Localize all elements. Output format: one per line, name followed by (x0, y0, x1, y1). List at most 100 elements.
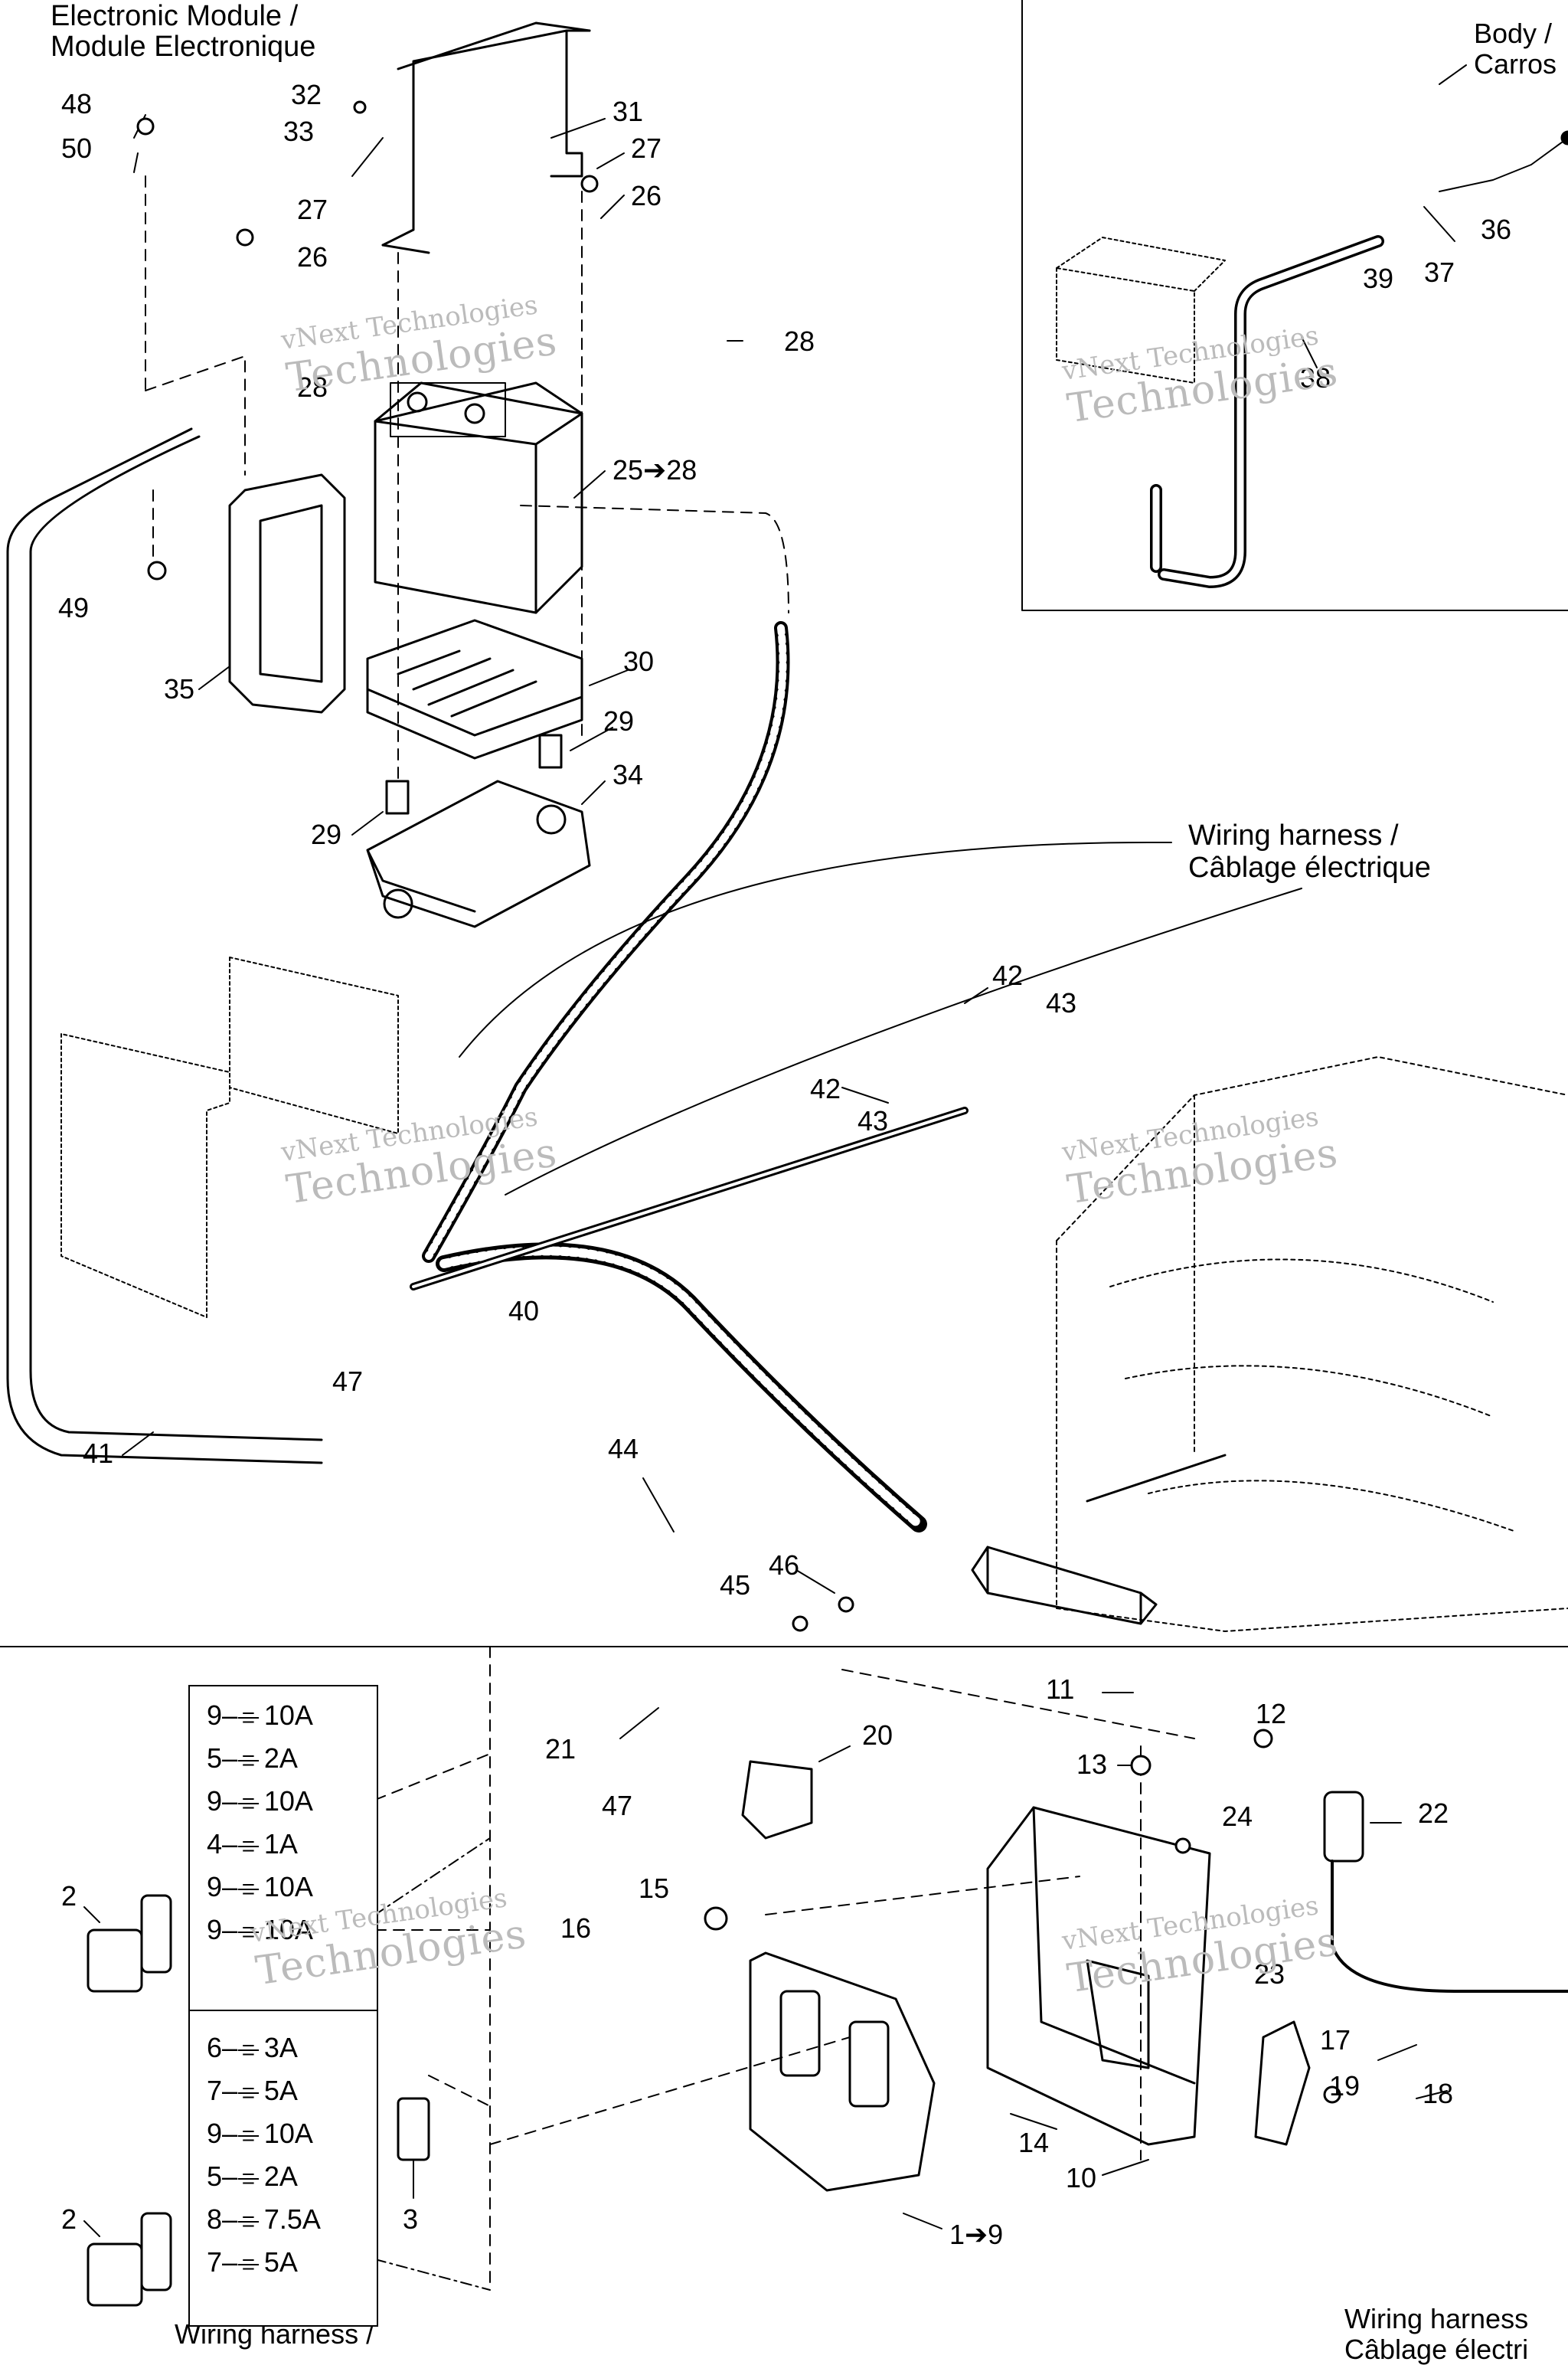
part-32: 32 (291, 79, 322, 110)
part-18: 18 (1423, 2078, 1454, 2109)
part-16: 16 (560, 1912, 592, 1944)
part-42a: 42 (992, 960, 1024, 991)
bolt-27a (236, 228, 254, 247)
washer-19 (1323, 2085, 1341, 2104)
part-26a: 26 (297, 241, 328, 273)
part-40: 40 (508, 1295, 540, 1326)
part-14: 14 (1018, 2127, 1050, 2158)
part-36: 36 (1481, 214, 1512, 245)
washer-15 (704, 1906, 728, 1931)
spacer-29b (538, 734, 563, 769)
fuse-row: 9–⌯10A (207, 1914, 313, 1945)
callout-wiring-harness-bottom-right-1: Wiring harness (1344, 2303, 1529, 2334)
part-10: 10 (1066, 2162, 1097, 2193)
bolt-11 (1253, 1729, 1273, 1748)
part-33: 33 (283, 116, 315, 147)
fuse-row: 7–⌯5A (207, 2246, 298, 2278)
part-31: 31 (612, 96, 644, 127)
fuse-row: 5–⌯2A (207, 2161, 298, 2192)
bracket-20 (741, 1760, 813, 1840)
fuse-row: 9–⌯10A (207, 1785, 313, 1817)
part-45: 45 (720, 1569, 751, 1601)
part-11: 11 (1046, 1673, 1075, 1705)
callout-electronic-module-1: Electronic Module / (51, 0, 299, 32)
part-44: 44 (608, 1433, 639, 1464)
part-21: 21 (545, 1733, 577, 1765)
part-38: 38 (1300, 362, 1331, 394)
part-47a: 47 (332, 1366, 364, 1397)
fuse-row: 6–⌯3A (207, 2032, 298, 2063)
fuse-holder-2b (87, 2242, 143, 2307)
battery-base-plate (366, 780, 591, 928)
fuse-row: 8–⌯7.5A (207, 2203, 321, 2235)
washer-46 (838, 1596, 854, 1613)
part-46: 46 (769, 1549, 800, 1581)
fuse-row: 5–⌯2A (207, 1742, 298, 1774)
fuse-row: 9–⌯10A (207, 2118, 313, 2149)
nut-45 (792, 1615, 808, 1632)
part-27a: 27 (297, 194, 328, 225)
plate-3 (397, 2097, 430, 2161)
part-35: 35 (164, 673, 195, 705)
connector-22 (1323, 1791, 1364, 1863)
part-34: 34 (612, 759, 644, 790)
fuse-row: 4–⌯1A (207, 1828, 298, 1860)
spacer-29a (385, 780, 410, 815)
callout-body-2: Carros (1474, 48, 1557, 80)
part-2b: 2 (61, 2203, 77, 2235)
hold-down-strap (228, 473, 346, 714)
part-20: 20 (862, 1719, 893, 1751)
fuse-holder-2a (87, 1928, 143, 1993)
battery-ghost (1056, 237, 1226, 384)
callout-wiring-harness-mid-1: Wiring harness / (1188, 819, 1399, 852)
part-39: 39 (1363, 263, 1394, 294)
engine-ghost (1056, 1056, 1568, 1632)
vent-tube (1158, 235, 1384, 588)
bolt-24 (1174, 1837, 1191, 1854)
part-43b: 43 (858, 1105, 889, 1137)
ecu-module (749, 1951, 936, 2192)
callout-body-1: Body / (1474, 18, 1553, 49)
fuse-row: 7–⌯5A (207, 2075, 298, 2106)
ecu-bracket (986, 1806, 1211, 2146)
callout-wiring-harness-mid-2: Câblage électrique (1188, 852, 1431, 884)
sensor-17 (1254, 2020, 1311, 2146)
fuse-table-bottom: 6–⌯3A 7–⌯5A 9–⌯10A 5–⌯2A 8–⌯7.5A 7–⌯5A (188, 2010, 378, 2327)
bolt-48 (136, 117, 155, 136)
part-42b: 42 (810, 1073, 841, 1104)
part-25: 25➔28 (612, 454, 697, 486)
battery (374, 381, 583, 614)
fuse-row: 9–⌯10A (207, 1871, 313, 1902)
part-17: 17 (1320, 2024, 1351, 2056)
part-28b: 28 (784, 325, 815, 357)
part-30: 30 (623, 646, 655, 677)
nut-32 (353, 100, 367, 114)
part-29b: 29 (603, 705, 635, 737)
part-12: 12 (1256, 1698, 1287, 1729)
part-22: 22 (1418, 1797, 1449, 1829)
part-47b: 47 (602, 1790, 633, 1821)
part-3: 3 (403, 2203, 419, 2235)
part-1-9: 1➔9 (949, 2219, 1004, 2250)
part-37: 37 (1424, 257, 1455, 288)
callout-electronic-module-2: Module Electronique (51, 31, 316, 63)
callout-wiring-harness-bottom-right-2: Câblage électri (1344, 2334, 1529, 2365)
battery-tray (366, 619, 583, 760)
nut-49 (147, 561, 167, 581)
part-23: 23 (1254, 1958, 1285, 1990)
part-13: 13 (1076, 1748, 1108, 1780)
bolt-27b (580, 175, 599, 193)
part-43a: 43 (1046, 987, 1077, 1019)
fuse-row: 9–⌯10A (207, 1699, 313, 1731)
part-27b: 27 (631, 132, 662, 164)
electronic-module-ghost (60, 1033, 230, 1318)
starter-motor (971, 1546, 1158, 1625)
part-49: 49 (58, 592, 90, 623)
part-41: 41 (83, 1438, 114, 1469)
part-26b: 26 (631, 180, 662, 211)
inset-frame (1021, 0, 1568, 611)
ground-cable (6, 427, 323, 1464)
part-50: 50 (61, 132, 93, 164)
part-48: 48 (61, 88, 93, 119)
